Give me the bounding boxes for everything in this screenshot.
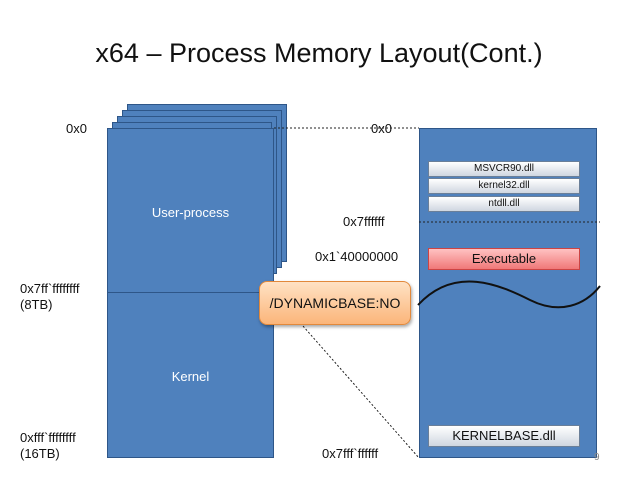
left-addr-mid: 0x7ff`ffffffff: [20, 281, 80, 296]
dynamicbase-callout: /DYNAMICBASE:NO: [259, 281, 411, 325]
left-addr-bottom-size: (16TB): [20, 446, 60, 461]
user-process-region: User-process: [107, 128, 274, 293]
dll-box: ntdll.dll: [428, 196, 580, 212]
dll-box: kernel32.dll: [428, 178, 580, 194]
page-number: 9: [594, 452, 600, 463]
right-addr-140000000: 0x1`40000000: [315, 249, 399, 264]
kernel-region: Kernel: [107, 292, 274, 458]
right-addr-top: 0x0: [371, 121, 392, 136]
left-addr-bottom: 0xfff`ffffffff: [20, 430, 76, 445]
kernel-label: Kernel: [171, 369, 210, 384]
right-addr-bottom: 0x7fff`ffffff: [322, 446, 379, 461]
executable-box: Executable: [428, 248, 580, 270]
right-addr-7ffffff: 0x7ffffff: [343, 214, 385, 229]
left-addr-top: 0x0: [66, 121, 87, 136]
dll-box: MSVCR90.dll: [428, 161, 580, 177]
user-process-label: User-process: [151, 205, 230, 220]
wave-break: [417, 280, 601, 309]
left-addr-mid-size: (8TB): [20, 297, 53, 312]
kernelbase-box: KERNELBASE.dll: [428, 425, 580, 447]
slide-title: x64 – Process Memory Layout(Cont.): [95, 38, 543, 68]
